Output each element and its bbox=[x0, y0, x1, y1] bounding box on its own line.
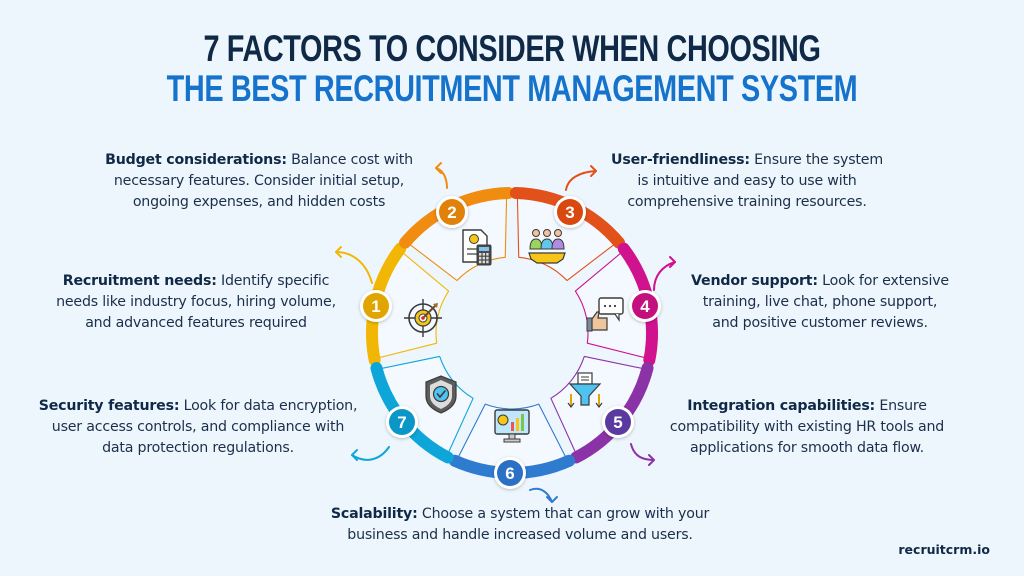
factor-3-arrow-icon bbox=[565, 170, 597, 191]
svg-text:6: 6 bbox=[505, 464, 514, 483]
factor-5-heading: Integration capabilities: bbox=[687, 398, 876, 414]
factor-6-heading: Scalability: bbox=[330, 506, 418, 522]
factor-5-description: Integration capabilities: Ensure compati… bbox=[669, 398, 945, 456]
invoice-calculator-icon bbox=[462, 229, 492, 266]
thumbs-up-chat-icon bbox=[586, 297, 624, 332]
svg-text:4: 4 bbox=[640, 297, 650, 316]
factor-4-heading: Vendor support: bbox=[691, 273, 818, 289]
factor-1-heading: Recruitment needs: bbox=[62, 273, 217, 289]
svg-text:5: 5 bbox=[613, 413, 622, 432]
monitor-growth-chart-icon bbox=[494, 409, 530, 443]
factor-2-description: Budget considerations: Balance cost with… bbox=[105, 152, 413, 210]
factor-6-description: Scalability: Choose a system that can gr… bbox=[330, 506, 710, 543]
svg-text:1: 1 bbox=[371, 297, 380, 316]
factor-4-number-badge: 4 bbox=[629, 290, 661, 322]
title-line-1: 7 FACTORS TO CONSIDER WHEN CHOOSING bbox=[203, 28, 821, 69]
brand-logo-text: recruitcrm.io bbox=[898, 542, 990, 557]
factor-4-arrow-icon bbox=[653, 261, 676, 291]
factor-5-arrow-icon bbox=[630, 443, 655, 461]
factor-7-description: Security features: Look for data encrypt… bbox=[38, 398, 358, 456]
svg-text:7: 7 bbox=[397, 413, 406, 432]
factor-2-number-badge: 2 bbox=[436, 196, 468, 228]
factor-3-heading: User-friendliness: bbox=[611, 152, 750, 168]
factor-3-number-badge: 3 bbox=[554, 196, 586, 228]
factor-7-heading: Security features: bbox=[38, 398, 180, 414]
svg-text:3: 3 bbox=[565, 203, 574, 222]
factor-4-description: Vendor support: Look for extensive train… bbox=[691, 273, 949, 331]
factor-1-arrow-icon bbox=[335, 251, 373, 284]
shield-check-icon bbox=[425, 375, 457, 414]
factor-2-heading: Budget considerations: bbox=[105, 152, 287, 168]
title-line-2: THE BEST RECRUITMENT MANAGEMENT SYSTEM bbox=[166, 68, 858, 109]
team-gear-icon bbox=[528, 229, 566, 264]
target-gear-icon bbox=[404, 299, 442, 337]
funnel-document-icon bbox=[567, 372, 603, 408]
factor-1-description: Recruitment needs: Identify specific nee… bbox=[56, 273, 336, 331]
factor-5-number-badge: 5 bbox=[602, 406, 634, 438]
factor-7-arrow-icon bbox=[351, 446, 390, 461]
factor-7-number-badge: 7 bbox=[386, 406, 418, 438]
factor-6-number-badge: 6 bbox=[494, 457, 526, 489]
factor-1-number-badge: 1 bbox=[360, 290, 392, 322]
factor-3-description: User-friendliness: Ensure the system is … bbox=[611, 152, 883, 210]
svg-text:2: 2 bbox=[447, 203, 456, 222]
